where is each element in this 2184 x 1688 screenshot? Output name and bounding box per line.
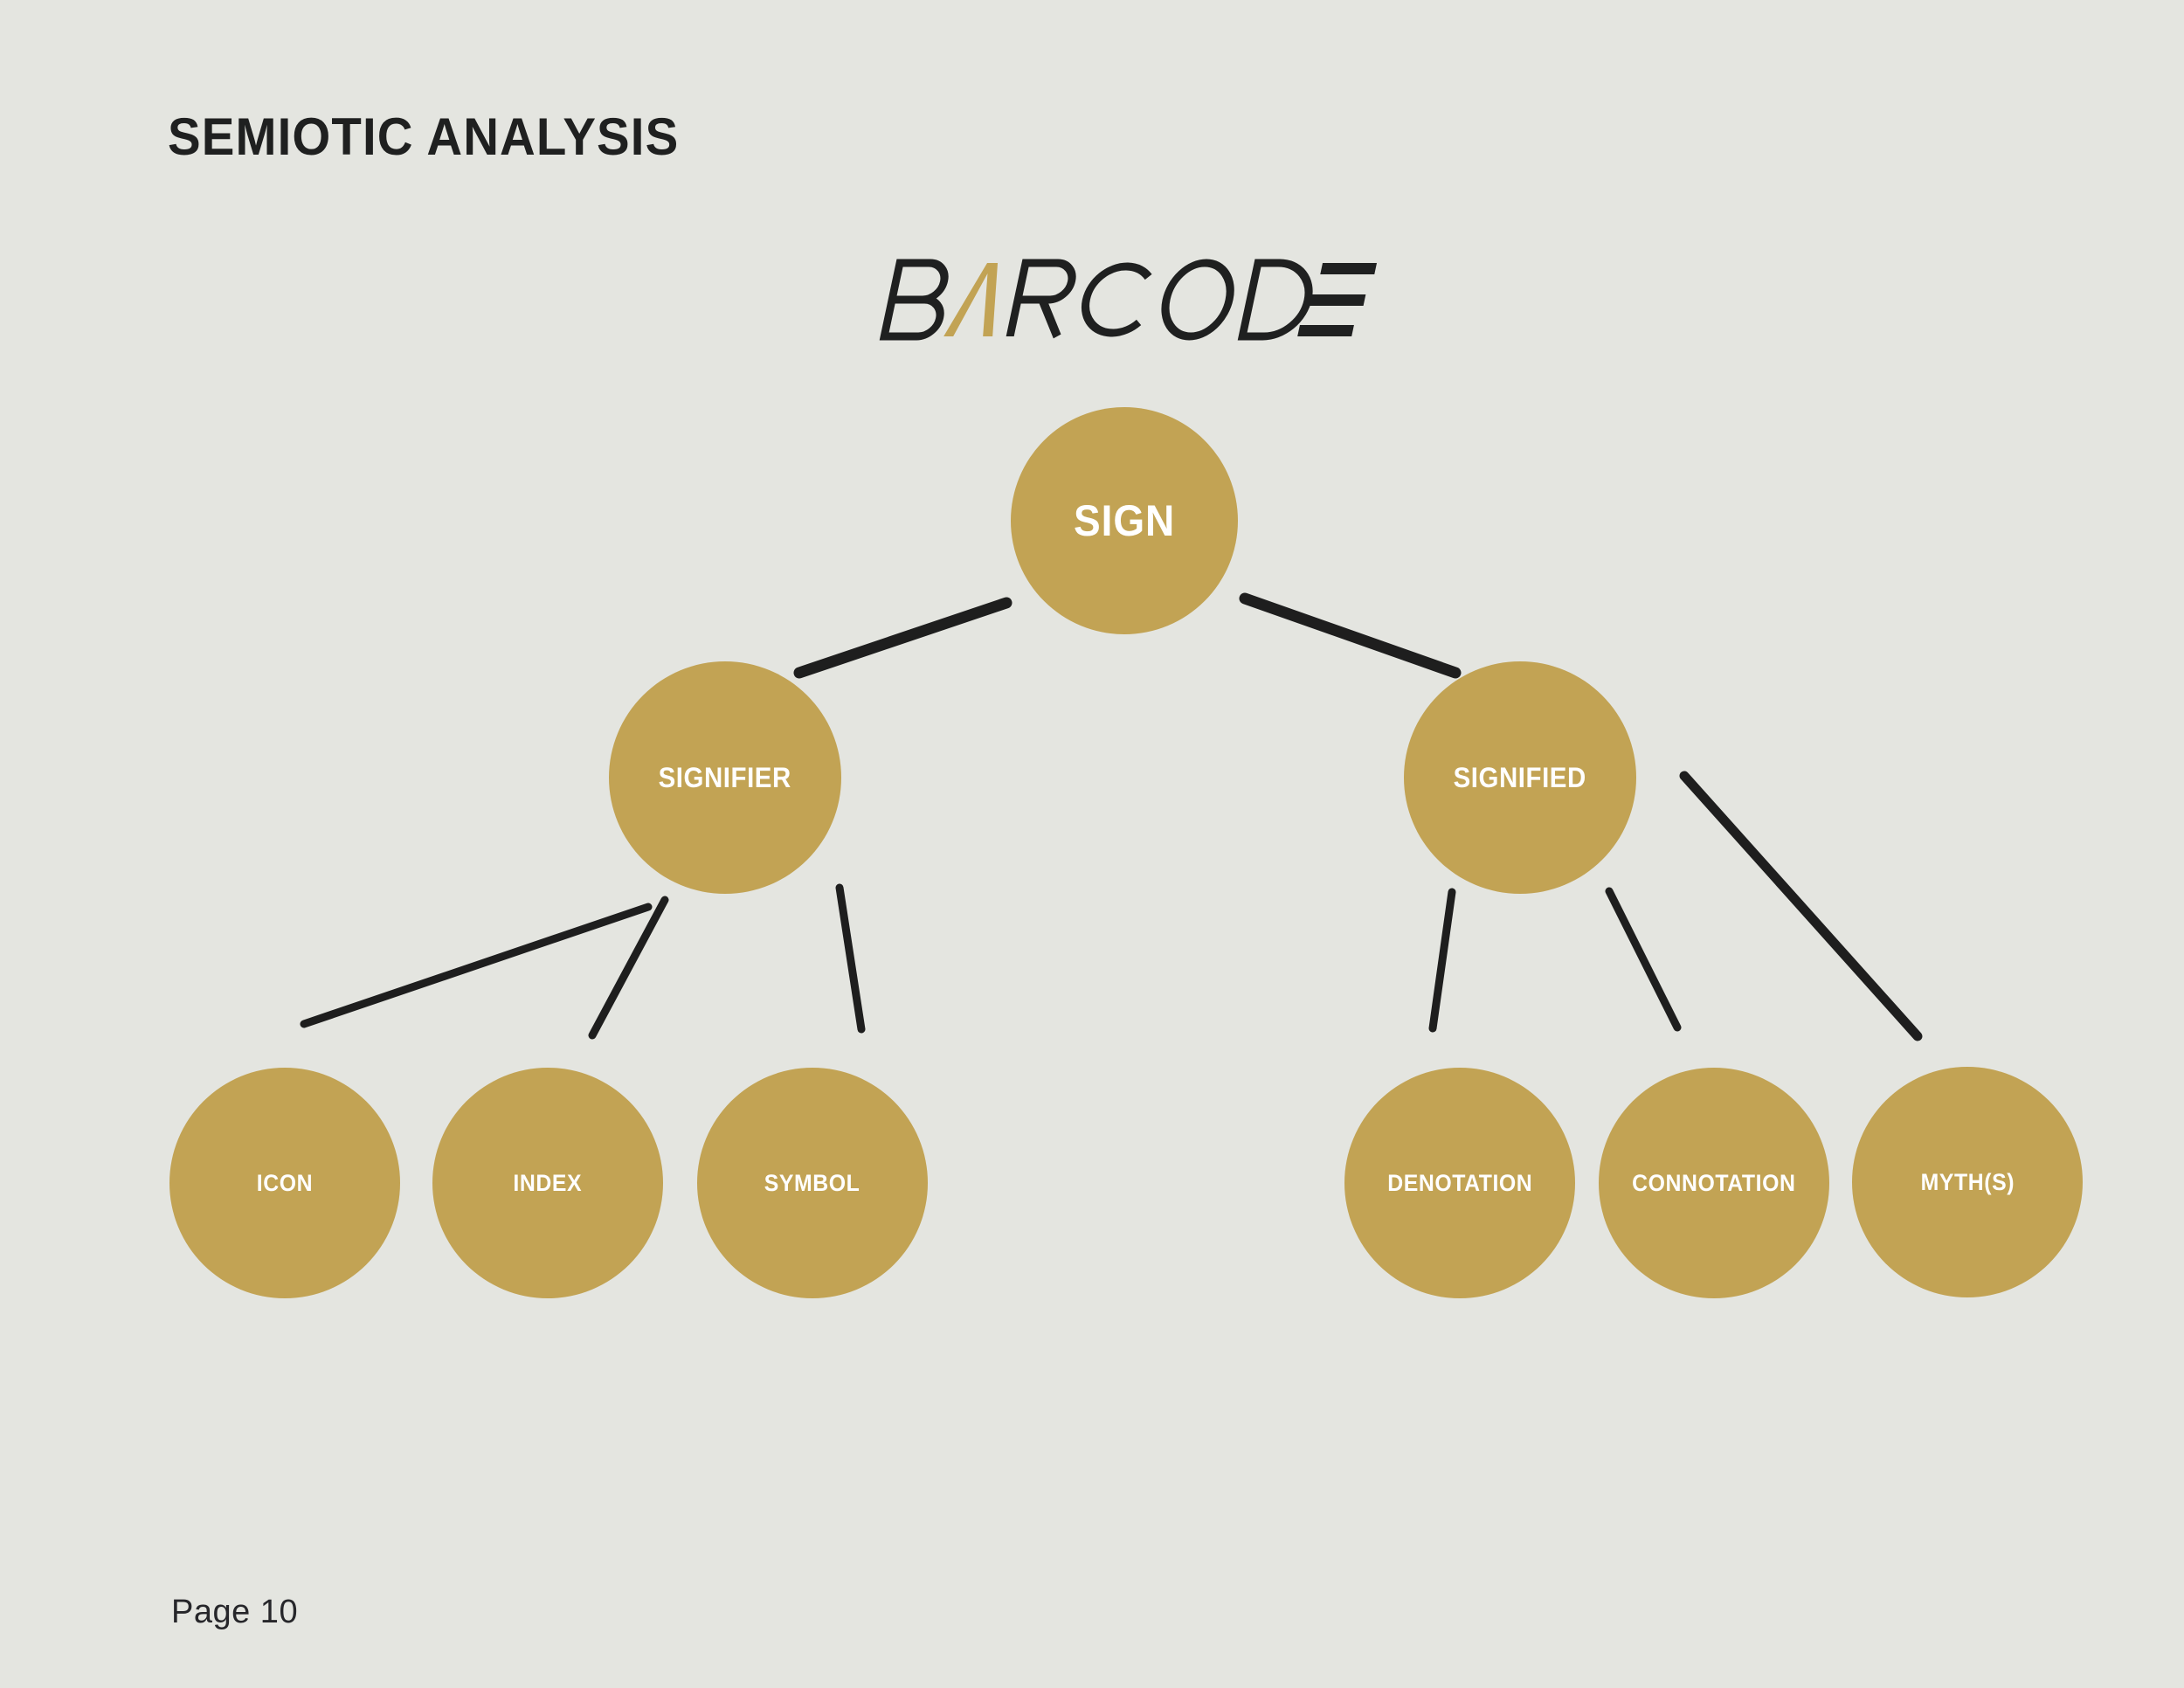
node-index[interactable]: INDEX	[432, 1068, 663, 1298]
node-icon[interactable]: ICON	[169, 1068, 400, 1298]
logo-letter-e	[1297, 263, 1378, 336]
edge-sign-signified	[1239, 592, 1462, 679]
node-sign[interactable]: SIGN	[1011, 407, 1238, 634]
node-signified-label: SIGNIFIED	[1453, 762, 1587, 793]
edge-sign-signifier	[793, 597, 1013, 679]
logo-letter-r	[1006, 259, 1076, 339]
node-connotation[interactable]: CONNOTATION	[1599, 1068, 1829, 1298]
logo-letter-a	[943, 263, 999, 336]
node-myths[interactable]: MYTH(S)	[1852, 1067, 2083, 1297]
page-number: Page 10	[171, 1594, 299, 1630]
logo-letter-d	[1237, 259, 1313, 341]
node-connotation-label: CONNOTATION	[1632, 1169, 1796, 1196]
edge-signified-denotation	[1428, 888, 1456, 1033]
node-index-label: INDEX	[513, 1169, 583, 1196]
node-symbol[interactable]: SYMBOL	[697, 1068, 928, 1298]
logo-letter-b	[879, 259, 949, 341]
node-denotation-label: DENOTATION	[1386, 1169, 1533, 1196]
edge-signified-connotation	[1605, 887, 1682, 1032]
node-myths-label: MYTH(S)	[1920, 1168, 2015, 1195]
node-signifier[interactable]: SIGNIFIER	[609, 661, 841, 894]
node-icon-label: ICON	[256, 1169, 314, 1196]
node-symbol-label: SYMBOL	[764, 1169, 860, 1196]
node-denotation[interactable]: DENOTATION	[1344, 1068, 1575, 1298]
node-signified[interactable]: SIGNIFIED	[1404, 661, 1636, 894]
edge-signifier-icon	[300, 903, 653, 1028]
node-signifier-label: SIGNIFIER	[658, 762, 792, 793]
edge-signifier-symbol	[835, 883, 866, 1034]
edge-signified-myths	[1679, 771, 1923, 1041]
logo-letter-c	[1081, 262, 1152, 337]
page-title: SEMIOTIC ANALYSIS	[168, 107, 680, 166]
node-sign-label: SIGN	[1073, 496, 1176, 545]
logo-letter-o	[1161, 259, 1234, 341]
edge-signifier-index	[588, 896, 669, 1040]
barcode-logo	[878, 251, 1385, 347]
